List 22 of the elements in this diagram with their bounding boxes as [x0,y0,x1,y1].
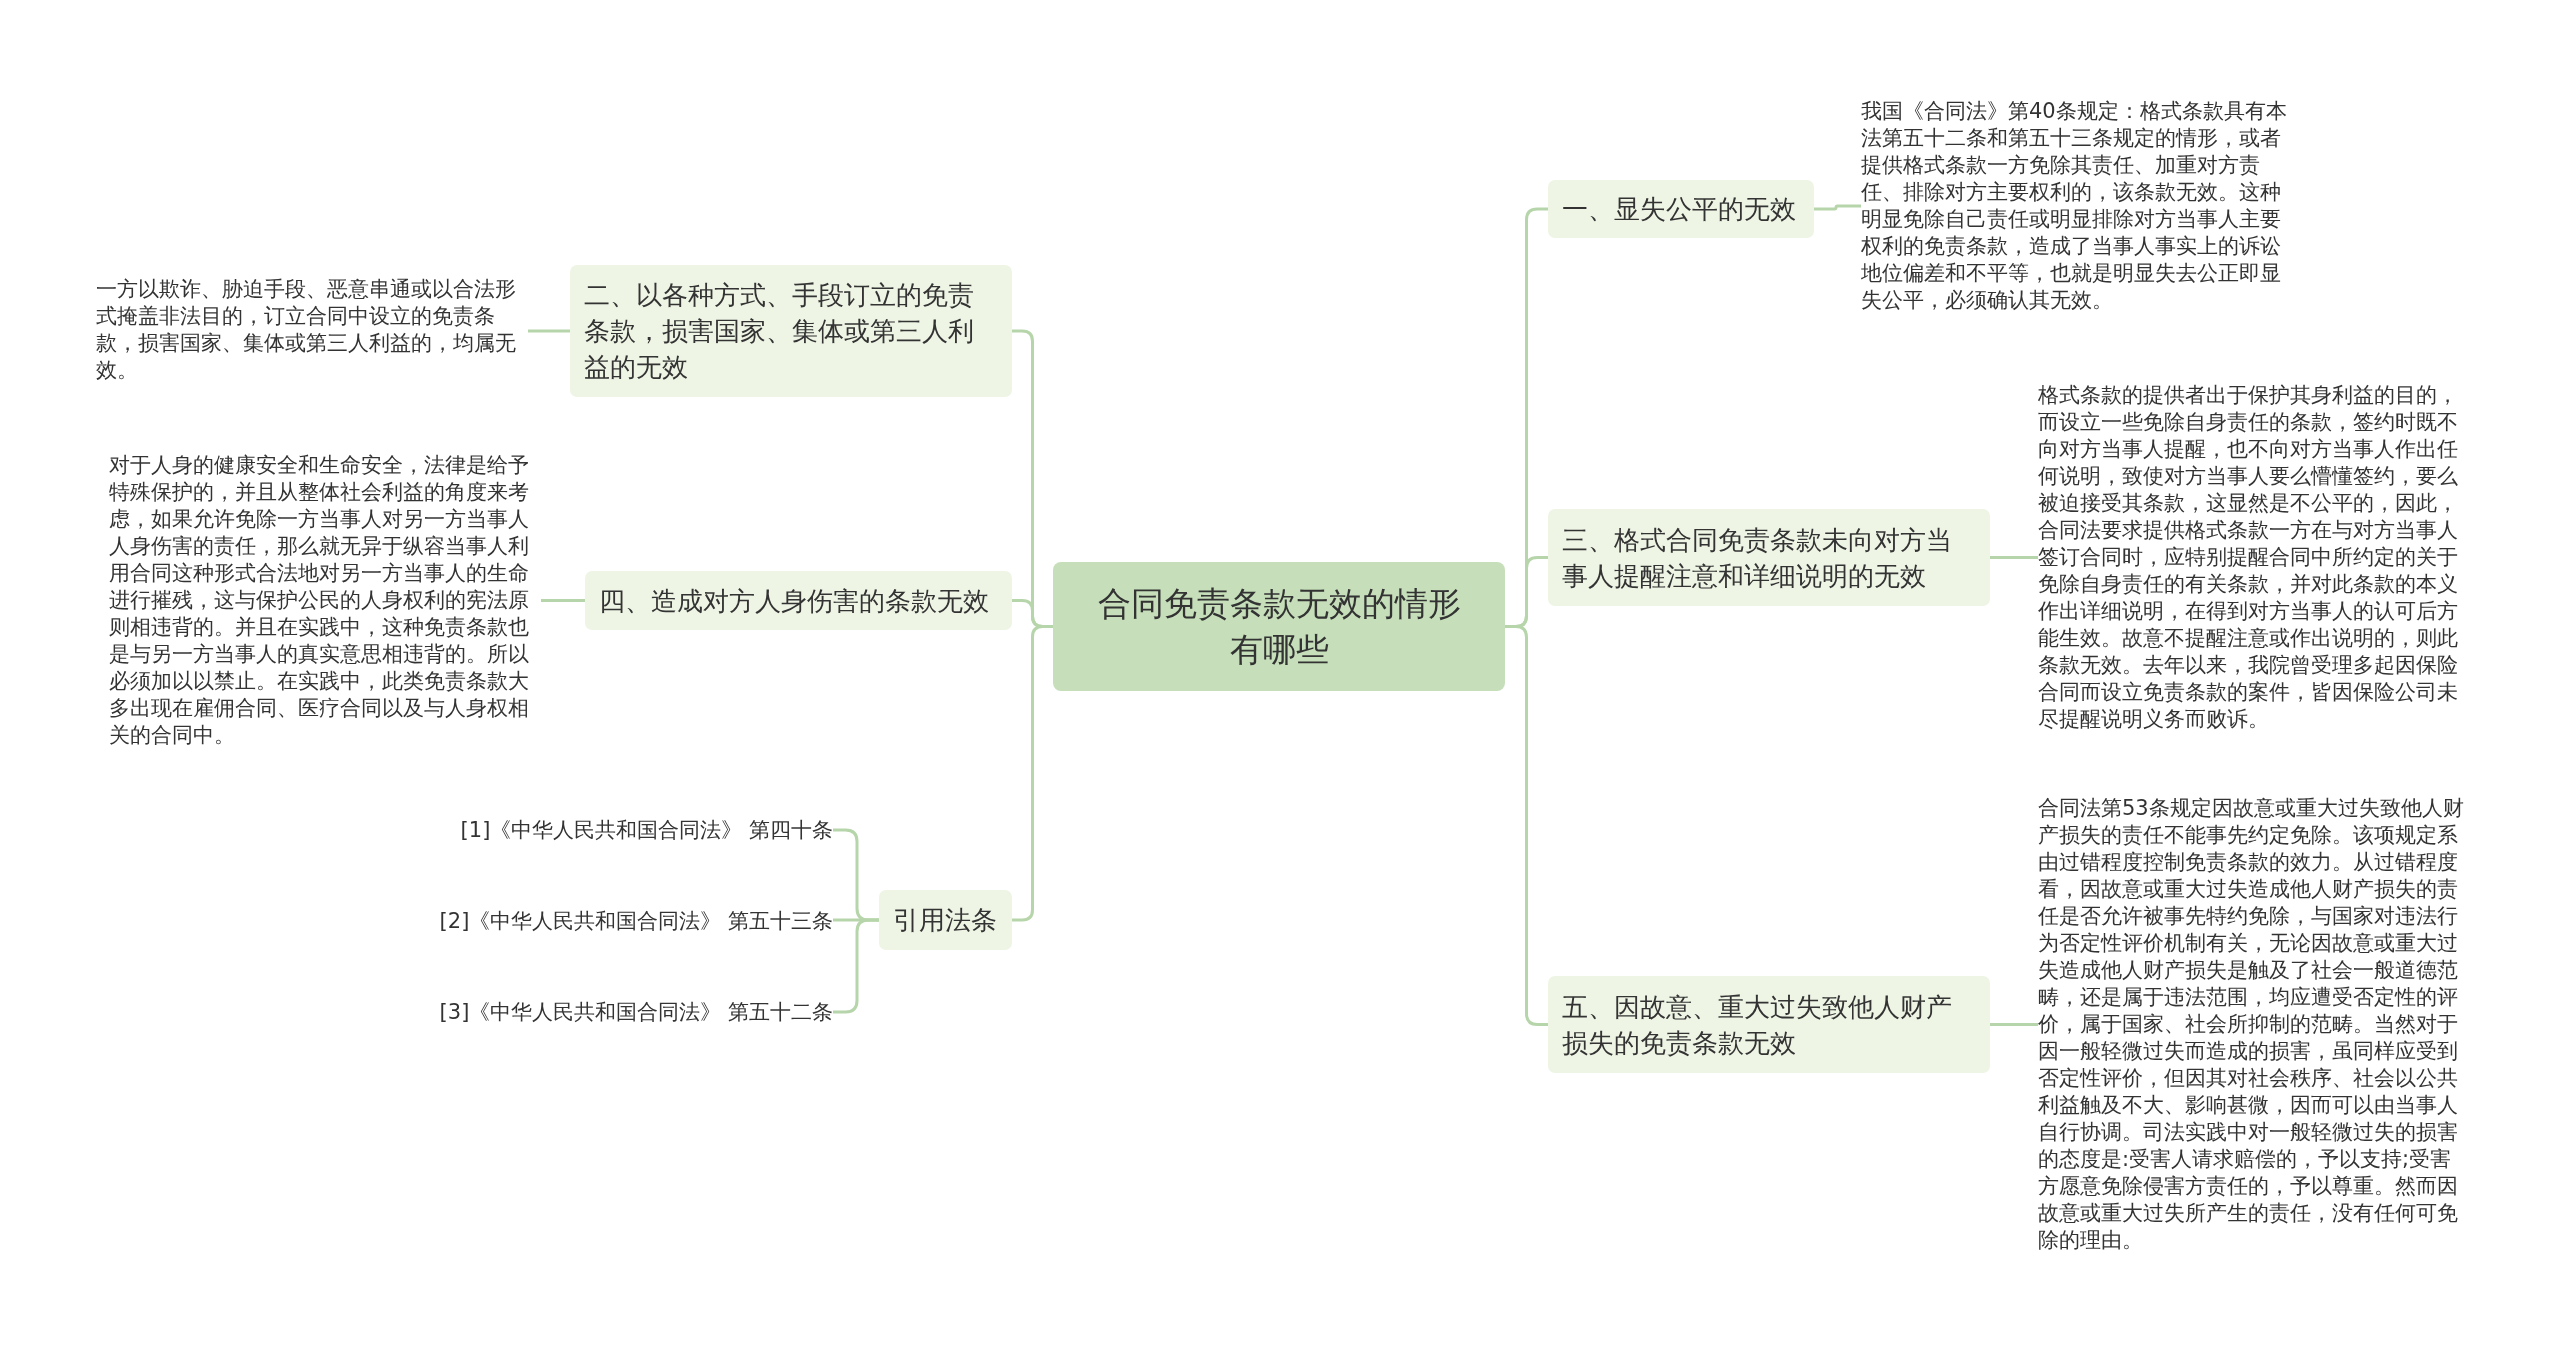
connector-line [1990,556,2038,559]
branch-box: 四、造成对方人身伤害的条款无效 [585,571,1012,630]
branch-box: 引用法条 [879,890,1012,950]
note-text: 对于人身的健康安全和生命安全，法律是给予特殊保护的，并且从整体社会利益的角度来考虑，如果允许免除一方当事人对另一方当事人人身伤害的责任，那么就无异于纵容当事人利用合同这种形式合法地对另一方当事人的生命进行摧残，这与保护公民的人身权利的宪法原则相违背的。并且在实践中，这种免责条款也是与另一方当事人的真实意思相违背的。所以必须加以以禁止。在实践中，此类免责条款大多出现在雇佣合同、医疗合同以及与人身权相关的合同中。 [109,452,541,749]
connector-line [1814,204,1861,211]
branch-box: 三、格式合同免责条款未向对方当事人提醒注意和详细说明的无效 [1548,509,1990,606]
connector-line [541,599,585,602]
note-text: 我国《合同法》第40条规定：格式条款具有本法第五十二条和第五十三条规定的情形，或者提供格式条款一方免除其责任、加重对方责任、排除对方主要权利的，该条款无效。这种明显免除自己责任或明显排除对方当事人主要权利的免责条款，造成了当事人事实上的诉讼地位偏差和不平等，也就是明显失去公正即显失公平，必须确认其无效。 [1861,98,2293,314]
branch-box: 二、以各种方式、手段订立的免责条款，损害国家、集体或第三人利益的无效 [570,265,1012,397]
note-text: 合同法第53条规定因故意或重大过失致他人财产损失的责任不能事先约定免除。该项规定系由过错程度控制免责条款的效力。从过错程度看，因故意或重大过失造成他人财产损失的责任是否允许被事先特约免除，与国家对违法行为否定性评价机制有关，无论因故意或重大过失造成他人财产损失是触及了社会一般道德范畴，还是属于违法范围，均应遭受否定性的评价，属于国家、社会所抑制的范畴。当然对于因一般轻微过失而造成的损害，虽同样应受到否定性评价，但因其对社会秩序、社会以公共利益触及不大、影响甚微，因而可以由当事人自行协调。司法实践中对一般轻微过失的损害的态度是:受害人请求赔偿的，予以支持;受害方愿意免除侵害方责任的，予以尊重。然而因故意或重大过失所产生的责任，没有任何可免除的理由。 [2038,795,2470,1254]
topic-box: 合同免责条款无效的情形有哪些 [1053,562,1505,691]
connector-line [1505,625,1548,1026]
note-text: 一方以欺诈、胁迫手段、恶意串通或以合法形式掩盖非法目的，订立合同中设立的免责条款，损害国家、集体或第三人利益的，均属无效。 [96,276,528,384]
reference-text: [3]《中华人民共和国合同法》 第五十二条 [439,997,833,1027]
note-text: 格式条款的提供者出于保护其身利益的目的，而设立一些免除自身责任的条款，签约时既不向对方当事人提醒，也不向对方当事人作出任何说明，致使对方当事人要么懵懂签约，要么被迫接受其条款，这显然是不公平的，因此，合同法要求提供格式条款一方在与对方当事人签订合同时，应特别提醒合同中所约定的关于免除自身责任的有关条款，并对此条款的本义作出详细说明，在得到对方当事人的认可后方能生效。故意不提醒注意或作出说明的，则此条款无效。去年以来，我院曾受理多起因保险合同而设立免责条款的案件，皆因保险公司未尽提醒说明义务而败诉。 [2038,382,2470,733]
reference-text: [1]《中华人民共和国合同法》 第四十条 [460,815,833,845]
branch-box: 一、显失公平的无效 [1548,180,1814,238]
branch-box: 五、因故意、重大过失致他人财产损失的免责条款无效 [1548,976,1990,1073]
reference-text: [2]《中华人民共和国合同法》 第五十三条 [439,906,833,936]
connector-line [1012,625,1053,922]
connector-line [1990,1023,2038,1026]
connector-line [528,329,570,333]
